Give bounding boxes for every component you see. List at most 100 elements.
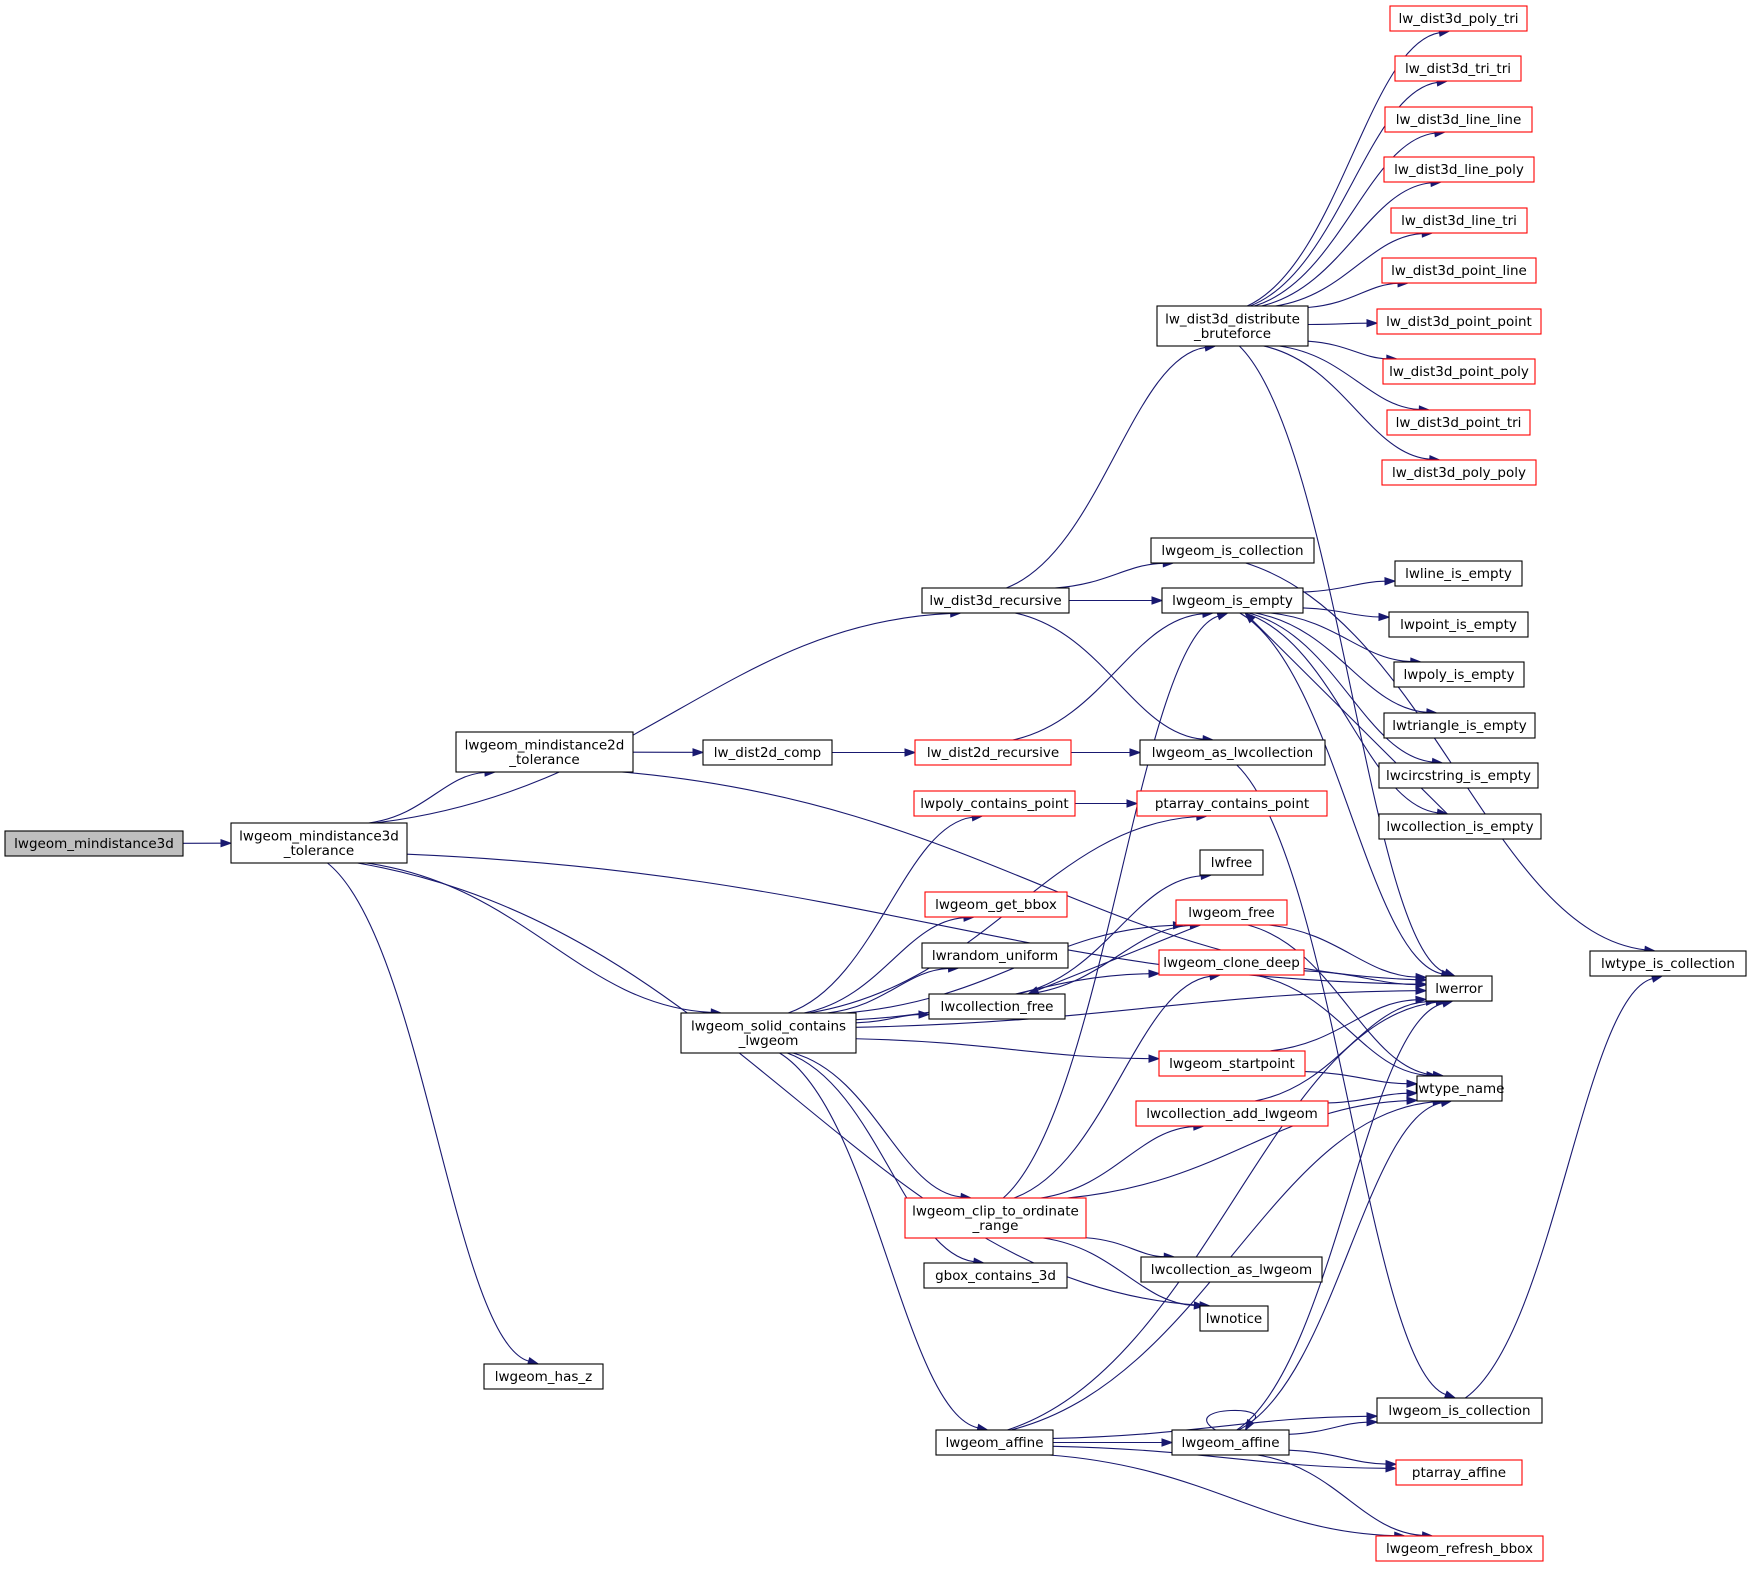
node-polycont[interactable]: lwpoly_contains_point — [913, 790, 1076, 817]
node-label: lw_dist3d_line_poly — [1394, 162, 1524, 178]
node-label: lwgeom_get_bbox — [935, 897, 1057, 913]
node-clonedeep[interactable]: lwgeom_clone_deep — [1158, 949, 1305, 976]
edge-solid-to-affine1 — [779, 1052, 990, 1432]
node-label: lwgeom_clone_deep — [1163, 955, 1300, 971]
edge-brute-to-linepoly — [1261, 178, 1443, 307]
node-label: lw_dist3d_line_line — [1396, 112, 1522, 128]
edge-solid-to-lwerror — [855, 986, 1428, 1028]
node-getbbox[interactable]: lwgeom_get_bbox — [924, 891, 1068, 918]
node-label: lwgeom_has_z — [495, 1369, 593, 1385]
node-solid[interactable]: lwgeom_solid_contains_lwgeom — [680, 1012, 857, 1054]
node-circempty[interactable]: lwcircstring_is_empty — [1378, 762, 1539, 789]
node-refbbox[interactable]: lwgeom_refresh_bbox — [1375, 1535, 1544, 1562]
node-label: lwfree — [1211, 855, 1252, 871]
node-pointpoint[interactable]: lw_dist3d_point_point — [1376, 308, 1542, 335]
node-label: _range — [971, 1218, 1018, 1234]
node-label: ptarray_contains_point — [1155, 796, 1309, 812]
edge-startpoint-to-lwerror — [1269, 995, 1428, 1052]
node-lwnotice[interactable]: lwnotice — [1199, 1305, 1269, 1332]
node-linetri[interactable]: lw_dist3d_line_tri — [1390, 207, 1528, 234]
node-root[interactable]: lwgeom_mindistance3d — [4, 830, 184, 857]
call-edges — [182, 28, 1664, 1540]
edge-clonedeep-to-lwerror — [1303, 970, 1428, 989]
node-collfree[interactable]: lwcollection_free — [928, 993, 1066, 1020]
node-iscoll[interactable]: lwgeom_is_collection — [1150, 537, 1315, 564]
node-pointline[interactable]: lw_dist3d_point_line — [1381, 257, 1537, 284]
node-label: lwpoly_is_empty — [1404, 667, 1515, 683]
edge-affine2-to-ptaffine — [1288, 1449, 1398, 1469]
node-isempty[interactable]: lwgeom_is_empty — [1161, 587, 1304, 614]
node-aslwcoll[interactable]: lwgeom_as_lwcollection — [1139, 739, 1326, 766]
node-typecoll[interactable]: lwtype_is_collection — [1589, 950, 1747, 977]
node-hasz[interactable]: lwgeom_has_z — [483, 1363, 604, 1390]
node-label: lwgeom_solid_contains — [691, 1018, 846, 1034]
node-label: lwgeom_is_collection — [1388, 1403, 1530, 1419]
node-md2dtol[interactable]: lwgeom_mindistance2d_tolerance — [455, 731, 634, 773]
node-polytri[interactable]: lw_dist3d_poly_tri — [1389, 5, 1528, 32]
node-label: lw_dist3d_point_line — [1391, 263, 1527, 279]
node-lineline[interactable]: lw_dist3d_line_line — [1384, 106, 1533, 133]
node-lwerror[interactable]: lwerror — [1425, 975, 1493, 1002]
node-iscoll2[interactable]: lwgeom_is_collection — [1376, 1397, 1543, 1424]
edge-root-to-md3dtol — [182, 838, 233, 848]
node-lineempty[interactable]: lwline_is_empty — [1394, 560, 1523, 587]
node-tritri[interactable]: lw_dist3d_tri_tri — [1394, 55, 1522, 82]
node-label: _tolerance — [508, 752, 579, 768]
node-geomfree[interactable]: lwgeom_free — [1175, 899, 1288, 926]
node-polypoly[interactable]: lw_dist3d_poly_poly — [1381, 459, 1537, 486]
node-lwfree[interactable]: lwfree — [1199, 849, 1264, 876]
node-affine2[interactable]: lwgeom_affine — [1171, 1429, 1290, 1456]
node-clip[interactable]: lwgeom_clip_to_ordinate_range — [904, 1197, 1087, 1239]
node-dist3drec[interactable]: lw_dist3d_recursive — [921, 587, 1070, 614]
edge-isempty-to-lineempty — [1302, 577, 1397, 593]
node-random[interactable]: lwrandom_uniform — [921, 942, 1069, 969]
edge-solid-to-startpoint — [855, 1038, 1161, 1063]
node-label: lwgeom_affine — [945, 1435, 1043, 1451]
node-ptaffine[interactable]: ptarray_affine — [1395, 1459, 1523, 1486]
edge-brute-to-pointpoint — [1307, 318, 1379, 328]
node-collempty[interactable]: lwcollection_is_empty — [1378, 813, 1542, 840]
node-brute[interactable]: lw_dist3d_distribute_bruteforce — [1156, 305, 1309, 347]
node-label: _tolerance — [283, 843, 354, 859]
node-pointpoly[interactable]: lw_dist3d_point_poly — [1382, 358, 1536, 385]
edge-solid-to-clip — [792, 1052, 973, 1202]
edge-polycont-to-ptcont — [1074, 799, 1139, 808]
node-label: lwtype_name — [1415, 1081, 1505, 1097]
node-label: lwgeom_startpoint — [1169, 1056, 1295, 1072]
node-label: lwgeom_mindistance3d — [239, 828, 399, 844]
node-label: lw_dist3d_tri_tri — [1405, 61, 1511, 77]
node-label: lwgeom_as_lwcollection — [1152, 745, 1313, 761]
node-linepoly[interactable]: lw_dist3d_line_poly — [1383, 156, 1535, 183]
edge-dist3drec-to-isempty — [1069, 596, 1164, 605]
node-label: lw_dist3d_distribute — [1165, 311, 1300, 327]
node-dist2drec[interactable]: lw_dist2d_recursive — [914, 739, 1072, 766]
node-md3dtol[interactable]: lwgeom_mindistance3d_tolerance — [230, 822, 408, 864]
node-colladd[interactable]: lwcollection_add_lwgeom — [1135, 1100, 1329, 1127]
node-pointtri[interactable]: lw_dist3d_point_tri — [1386, 409, 1531, 436]
edge-affine2-to-iscoll2 — [1288, 1418, 1379, 1435]
edge-affine1-to-affine2 — [1053, 1438, 1174, 1447]
edge-dist3drec-to-iscoll — [1054, 559, 1175, 589]
node-label: lwgeom_clip_to_ordinate — [912, 1203, 1079, 1219]
node-label: lw_dist3d_line_tri — [1401, 213, 1517, 229]
node-dist2dcomp[interactable]: lw_dist2d_comp — [702, 739, 833, 766]
node-affine1[interactable]: lwgeom_affine — [935, 1429, 1054, 1456]
node-pointempty[interactable]: lwpoint_is_empty — [1388, 611, 1529, 638]
node-typename[interactable]: lwtype_name — [1415, 1075, 1505, 1102]
node-polyempty[interactable]: lwpoly_is_empty — [1393, 661, 1525, 688]
edge-isempty-to-pointempty — [1302, 607, 1391, 622]
edge-dist3drec-to-aslwcoll — [1014, 612, 1215, 744]
node-startpoint[interactable]: lwgeom_startpoint — [1158, 1050, 1306, 1077]
node-ptcont[interactable]: ptarray_contains_point — [1136, 790, 1328, 817]
node-label: lw_dist2d_comp — [714, 745, 822, 761]
node-label: lwrandom_uniform — [932, 948, 1058, 964]
edge-collempty-to-isempty — [1244, 611, 1448, 815]
node-triempty[interactable]: lwtriangle_is_empty — [1383, 712, 1536, 739]
node-label: lwgeom_mindistance3d — [14, 836, 174, 852]
edge-affine1-to-iscoll2 — [1052, 1412, 1379, 1440]
node-collas[interactable]: lwcollection_as_lwgeom — [1140, 1256, 1323, 1283]
node-label: lwcollection_is_empty — [1386, 819, 1533, 835]
node-gboxc3d[interactable]: gbox_contains_3d — [923, 1262, 1068, 1289]
node-label: lw_dist3d_recursive — [929, 593, 1061, 609]
